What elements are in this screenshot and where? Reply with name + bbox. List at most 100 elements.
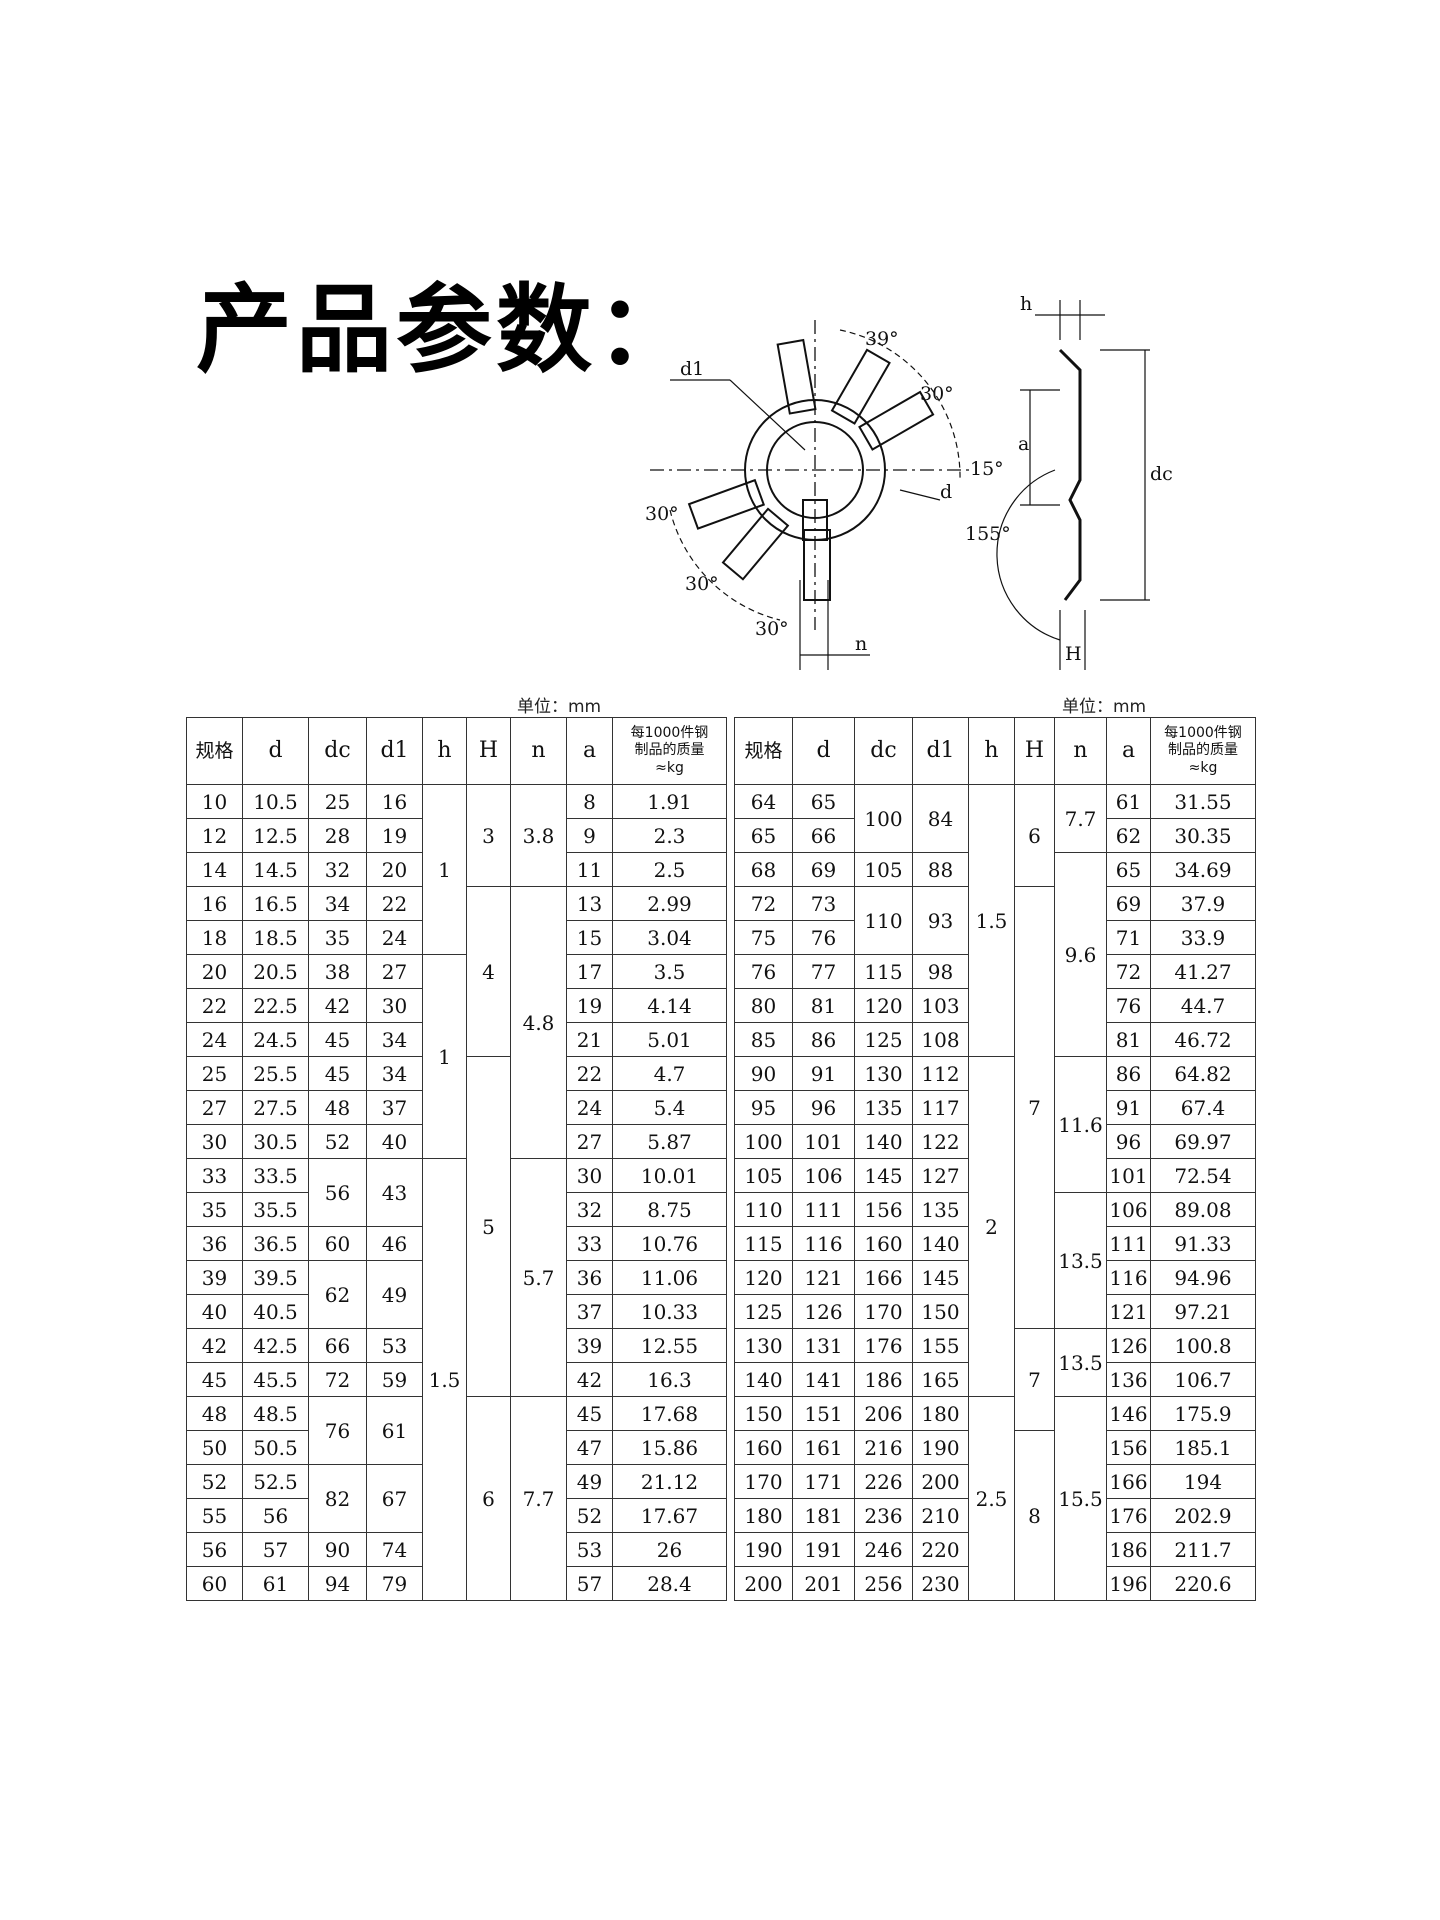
unit-label-left: 单位：mm [517,697,602,717]
cell-d: 151 [792,1396,855,1431]
cell-a: 27 [566,1124,613,1159]
cell-a: 176 [1106,1498,1151,1533]
cell-mass: 16.3 [612,1362,727,1397]
cell-H: 5 [466,1056,511,1397]
cell-spec: 12 [186,818,243,853]
cell-mass: 220.6 [1150,1566,1256,1601]
cell-spec: 110 [734,1192,793,1227]
cell-n: 13.5 [1054,1328,1107,1397]
cell-d: 45.5 [242,1362,309,1397]
cell-H: 4 [466,886,511,1057]
cell-dc: 35 [308,920,367,955]
cell-d1: 127 [912,1158,969,1193]
cell-dc: 145 [854,1158,913,1193]
cell-a: 81 [1106,1022,1151,1057]
cell-mass: 31.55 [1150,784,1256,819]
cell-a: 86 [1106,1056,1151,1091]
cell-mass: 46.72 [1150,1022,1256,1057]
cell-mass: 2.99 [612,886,727,921]
cell-n: 7.7 [510,1396,567,1601]
cell-a: 53 [566,1532,613,1567]
cell-a: 15 [566,920,613,955]
cell-dc: 160 [854,1226,913,1261]
cell-a: 47 [566,1430,613,1465]
label-n: n [855,633,867,655]
cell-mass: 106.7 [1150,1362,1256,1397]
cell-a: 22 [566,1056,613,1091]
cell-spec: 14 [186,852,243,887]
cell-d: 30.5 [242,1124,309,1159]
cell-d1: 190 [912,1430,969,1465]
cell-n: 11.6 [1054,1056,1107,1193]
cell-mass: 10.01 [612,1158,727,1193]
cell-dc: 100 [854,784,913,853]
mass-header-line: 制品的质量 [1168,742,1238,759]
col-header-mass: 每1000件钢 制品的质量 ≈kg [612,717,727,785]
cell-spec: 18 [186,920,243,955]
cell-mass: 3.04 [612,920,727,955]
cell-spec: 180 [734,1498,793,1533]
col-header: d1 [912,717,969,785]
cell-a: 13 [566,886,613,921]
cell-dc: 94 [308,1566,367,1601]
cell-spec: 52 [186,1464,243,1499]
cell-d1: 61 [366,1396,423,1465]
cell-dc: 66 [308,1328,367,1363]
cell-H: 3 [466,784,511,887]
label-angle-30-left: 30° [645,503,679,525]
label-angle-30-top: 30° [920,383,954,405]
cell-d: 91 [792,1056,855,1091]
cell-d: 12.5 [242,818,309,853]
cell-a: 17 [566,954,613,989]
cell-dc: 115 [854,954,913,989]
cell-d1: 122 [912,1124,969,1159]
cell-spec: 115 [734,1226,793,1261]
label-h: h [1020,293,1032,315]
cell-d: 56 [242,1498,309,1533]
label-angle-155: 155° [965,523,1011,545]
cell-mass: 5.01 [612,1022,727,1057]
cell-d: 69 [792,852,855,887]
cell-a: 111 [1106,1226,1151,1261]
cell-d: 24.5 [242,1022,309,1057]
col-header-mass: 每1000件钢 制品的质量 ≈kg [1150,717,1256,785]
cell-dc: 186 [854,1362,913,1397]
cell-H: 7 [1014,1328,1055,1431]
cell-a: 11 [566,852,613,887]
cell-d: 36.5 [242,1226,309,1261]
label-angle-39: 39° [865,328,899,350]
cell-d1: 37 [366,1090,423,1125]
cell-n: 15.5 [1054,1396,1107,1601]
cell-d: 171 [792,1464,855,1499]
cell-H: 6 [1014,784,1055,887]
cell-a: 146 [1106,1396,1151,1431]
cell-spec: 60 [186,1566,243,1601]
cell-a: 101 [1106,1158,1151,1193]
cell-spec: 125 [734,1294,793,1329]
cell-dc: 62 [308,1260,367,1329]
cell-mass: 211.7 [1150,1532,1256,1567]
cell-mass: 2.5 [612,852,727,887]
cell-d: 10.5 [242,784,309,819]
cell-dc: 32 [308,852,367,887]
cell-spec: 200 [734,1566,793,1601]
cell-d1: 79 [366,1566,423,1601]
cell-mass: 3.5 [612,954,727,989]
cell-d: 22.5 [242,988,309,1023]
label-d1: d1 [680,358,704,380]
cell-d1: 93 [912,886,969,955]
cell-d: 126 [792,1294,855,1329]
cell-mass: 194 [1150,1464,1256,1499]
label-angle-15: 15° [970,458,1004,480]
